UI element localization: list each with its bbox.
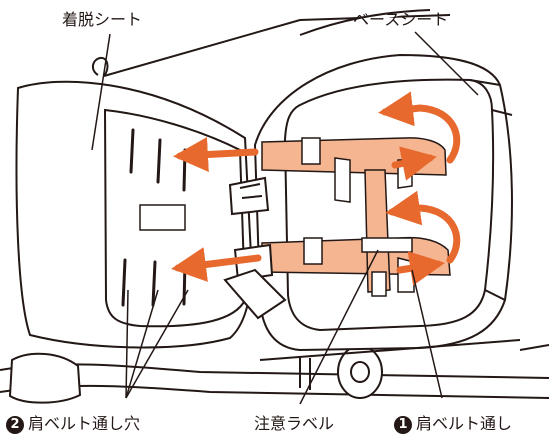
number-badge-1: 1: [394, 416, 412, 434]
removable-seat-label: 着脱シート: [62, 10, 143, 29]
belt-slot-text: 肩ベルト通し: [416, 414, 513, 433]
number-badge-2: 2: [6, 416, 24, 434]
belt-hole-text: 肩ベルト通し穴: [28, 414, 141, 433]
leader-lines: [91, 31, 479, 405]
stroller-frame: [0, 344, 549, 404]
caution-label-label: 注意ラベル: [254, 414, 335, 433]
base-seat-label: ベースシート: [353, 10, 449, 29]
direction-arrows: [171, 91, 461, 286]
removable-seat: [15, 80, 287, 349]
